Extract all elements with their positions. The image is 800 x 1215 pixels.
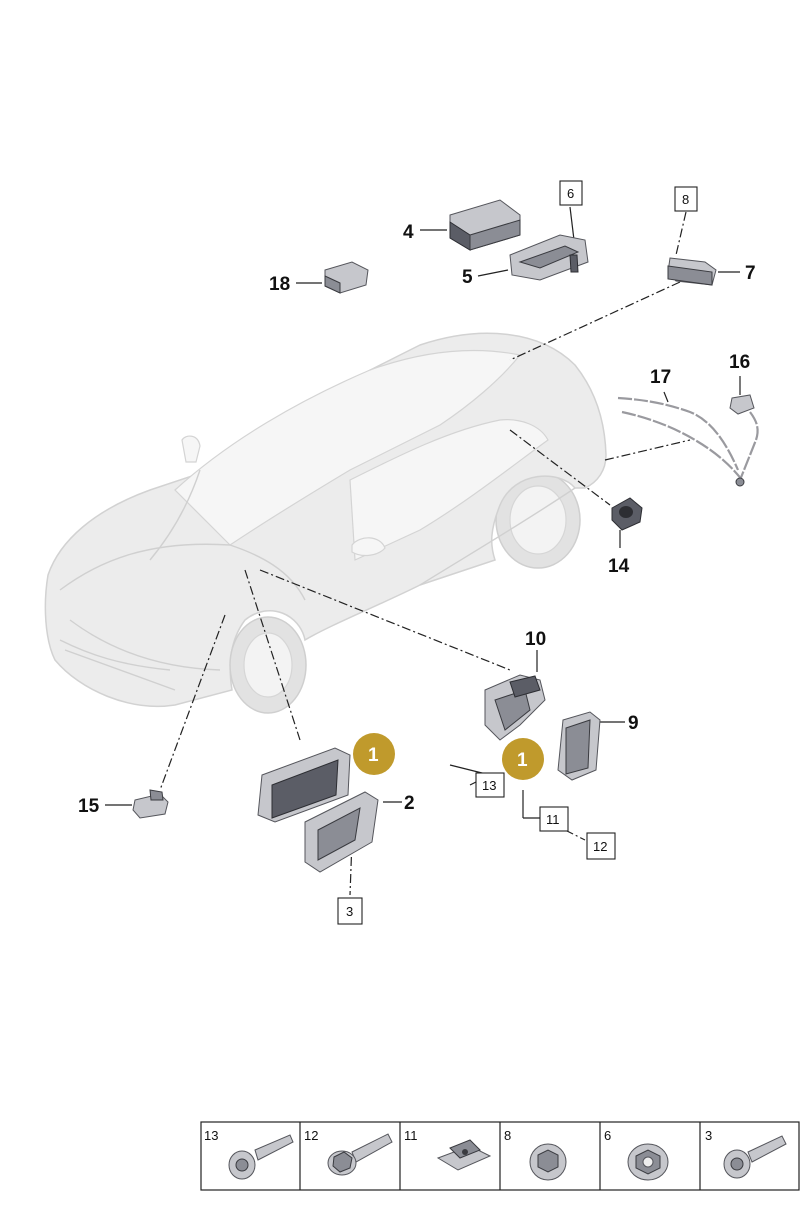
fastener-table: 13 12 11 8 6 3 [200, 1121, 800, 1191]
callout-6[interactable]: 6 [567, 186, 574, 201]
part-18-sensor[interactable] [324, 261, 369, 294]
callout-12[interactable]: 12 [593, 839, 607, 854]
part-9-control-unit[interactable] [557, 711, 601, 781]
part-10-bracket[interactable] [484, 674, 546, 741]
table-cell-label-13: 13 [204, 1128, 218, 1143]
callout-14[interactable]: 14 [608, 556, 630, 577]
flange-nut-icon [627, 1143, 669, 1181]
torx-bolt-icon [723, 1135, 787, 1179]
callout-13[interactable]: 13 [482, 778, 496, 793]
part-4-control-unit[interactable] [449, 199, 521, 251]
flange-bolt-icon [228, 1134, 294, 1180]
part-17-cable[interactable] [617, 396, 745, 487]
callout-17[interactable]: 17 [650, 367, 671, 388]
callout-18[interactable]: 18 [269, 274, 290, 295]
callout-16[interactable]: 16 [729, 352, 750, 373]
clip-nut-icon [436, 1139, 492, 1171]
car-illustration [44, 332, 607, 714]
callout-4[interactable]: 4 [403, 222, 414, 243]
callout-1-right[interactable]: 1 [517, 750, 528, 771]
badge-1-left[interactable] [353, 733, 395, 775]
callout-15[interactable]: 15 [78, 796, 100, 817]
callout-2[interactable]: 2 [404, 793, 415, 814]
table-cell-label-6: 6 [604, 1128, 611, 1143]
badge-1-right[interactable] [502, 738, 544, 780]
callout-1-left[interactable]: 1 [368, 745, 379, 766]
callout-3[interactable]: 3 [346, 904, 353, 919]
callout-10[interactable]: 10 [525, 629, 546, 650]
callout-5[interactable]: 5 [462, 267, 473, 288]
part-15-sensor[interactable] [132, 789, 169, 819]
table-cell-label-3: 3 [705, 1128, 712, 1143]
callout-7[interactable]: 7 [745, 263, 756, 284]
part-14-speaker[interactable] [611, 497, 643, 531]
table-cell-label-11: 11 [404, 1128, 418, 1143]
callout-8[interactable]: 8 [682, 192, 689, 207]
cap-nut-icon [529, 1143, 567, 1181]
table-cell-label-8: 8 [504, 1128, 511, 1143]
callout-11[interactable]: 11 [546, 812, 560, 827]
part-2-bracket[interactable] [304, 791, 379, 873]
part-7-module[interactable] [667, 257, 717, 286]
callout-9[interactable]: 9 [628, 713, 639, 734]
part-1-control-unit-left[interactable] [257, 747, 351, 823]
part-16-connector[interactable] [729, 394, 759, 481]
part-5-bracket[interactable] [509, 234, 589, 281]
table-cell-label-12: 12 [304, 1128, 318, 1143]
callouts: 4 5 18 7 16 17 14 10 9 2 15 6 8 13 11 12… [78, 180, 756, 925]
hex-bolt-icon [327, 1133, 393, 1176]
